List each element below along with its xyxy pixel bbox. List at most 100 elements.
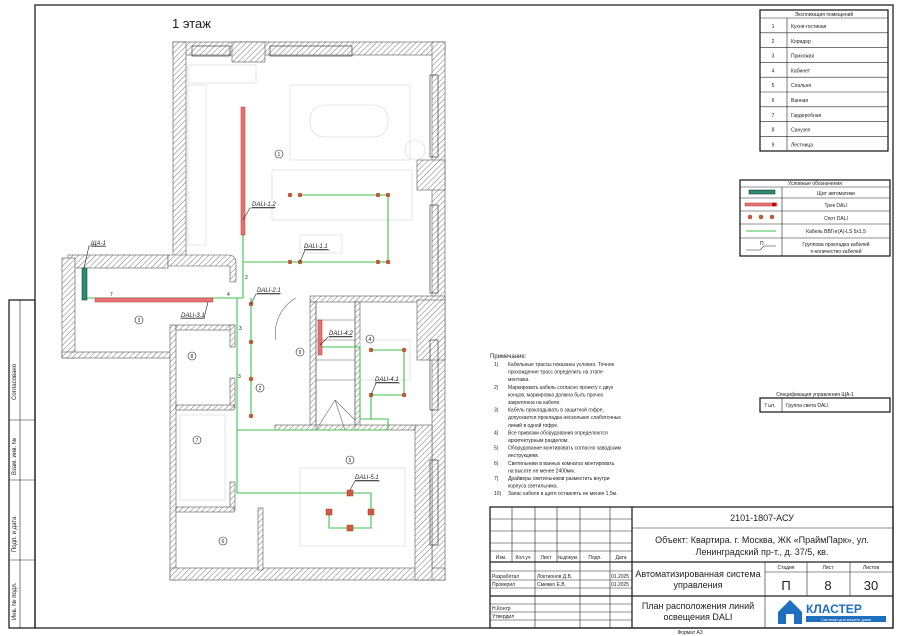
room-row-name: Кабинет bbox=[791, 68, 811, 74]
tb-header: Подп. bbox=[588, 555, 601, 561]
tb-sheets: 30 bbox=[864, 578, 878, 593]
track-end-icon bbox=[772, 202, 776, 207]
note-line: линий в одной гофре. bbox=[508, 422, 558, 429]
floor-plan: 2 3 4 7 3 DALI-1.2 DALI-1.1 DALI-2.1 DAL… bbox=[61, 41, 446, 581]
track-dali-1-2 bbox=[240, 106, 246, 236]
spot bbox=[385, 192, 391, 198]
stamp-agreed: Согласовано bbox=[12, 363, 18, 400]
note-line: монтажа. bbox=[508, 377, 530, 383]
label-dali-4-1: DALI-4.1 bbox=[375, 377, 399, 383]
room-number: 6 bbox=[222, 539, 225, 545]
logo-text: КЛАСТЕР bbox=[806, 602, 862, 616]
track-symbol-icon bbox=[744, 202, 778, 207]
label-dali-3-1: DALI-3.1 bbox=[181, 313, 205, 319]
tb-date: 01.2025 bbox=[611, 574, 629, 580]
group-symbol-icon bbox=[746, 245, 776, 251]
tb-role: Утвердил bbox=[492, 614, 514, 620]
legend-item: Кабель ВВГнг(А)-LS 5х1,5 bbox=[806, 229, 866, 235]
room-row-name: Ванная bbox=[791, 98, 808, 104]
cable-count: 3 bbox=[239, 326, 242, 332]
note-number: 5) bbox=[494, 446, 499, 452]
tb-sheet-header: Лист bbox=[823, 565, 835, 571]
room-row-number: 5 bbox=[772, 83, 775, 89]
room-row-name: Кухня-гостиная bbox=[791, 24, 827, 30]
spot bbox=[287, 192, 293, 198]
label-dali-1-2: DALI-1.2 bbox=[252, 202, 276, 208]
group-symbol-letter: П bbox=[760, 241, 764, 247]
tb-role: Н.Контр bbox=[492, 606, 511, 612]
side-stamp: Согласовано Взам. инв. № Подп. и дата Ин… bbox=[8, 299, 36, 629]
cable-dali-4-1 bbox=[370, 349, 405, 419]
logo-tagline: Системы для вашего дома bbox=[821, 617, 872, 622]
tb-header: Кол.уч bbox=[516, 555, 531, 561]
note-number: 3) bbox=[494, 408, 499, 414]
note-number: 1) bbox=[494, 362, 499, 368]
spot bbox=[367, 508, 375, 516]
spot bbox=[346, 489, 354, 497]
track-dali-3-1 bbox=[94, 297, 214, 303]
tb-format: Формат А3 bbox=[677, 630, 702, 636]
note-line: концов, маркировка должна быть прочно bbox=[508, 392, 604, 398]
title-block: Изм. Кол.уч Лист №докум. Подп. Дата Разр… bbox=[489, 506, 894, 636]
spot bbox=[248, 339, 254, 345]
rooms-table-title: Экспликация помещений bbox=[795, 11, 854, 18]
tb-name: Локтионов Д.В. bbox=[537, 574, 572, 580]
tb-object-2: Ленинградский пр-т., д. 37/5, кв. bbox=[696, 547, 829, 557]
tb-stage: П bbox=[781, 578, 790, 593]
spot-symbol-icon bbox=[769, 214, 775, 220]
room-row-number: 6 bbox=[772, 98, 775, 104]
stamp-inv-no: Инв. № подл. bbox=[11, 582, 18, 620]
panel-symbol-icon bbox=[748, 189, 776, 195]
spec-table: Спецификация управления ЩА-1 7 шт. Групп… bbox=[759, 392, 891, 413]
note-line: корпуса светильника. bbox=[508, 484, 558, 490]
tb-date: 01.2025 bbox=[611, 582, 629, 588]
note-line: инструкциям. bbox=[508, 453, 539, 459]
tb-sheet: 8 bbox=[824, 578, 831, 593]
room-row-name: Прихожая bbox=[791, 54, 814, 60]
room-number: 4 bbox=[369, 337, 372, 343]
label-dali-4-2: DALI-4.2 bbox=[329, 331, 353, 337]
spot bbox=[248, 413, 254, 419]
tb-sheets-header: Листов bbox=[863, 565, 880, 571]
note-number: 10) bbox=[494, 491, 502, 497]
room-number: 9 bbox=[299, 350, 302, 356]
tb-role: Разработал bbox=[492, 574, 519, 580]
spot-symbol-icon bbox=[758, 214, 764, 220]
spot bbox=[297, 192, 303, 198]
note-line: Все привязки оборудования определяются bbox=[508, 430, 608, 436]
cable-count: 2 bbox=[245, 275, 248, 281]
cable-counts: 2 3 4 7 3 bbox=[110, 275, 248, 380]
cable-dali-4-2 bbox=[237, 346, 389, 431]
tb-drawing: План расположения линий bbox=[642, 601, 754, 611]
tb-code: 2101-1807-АСУ bbox=[730, 513, 794, 523]
windows bbox=[191, 45, 439, 546]
notes: Примечание: 1)Кабельные трассы показаны … bbox=[490, 354, 621, 497]
room-row-number: 1 bbox=[772, 24, 775, 30]
note-line: закреплена на кабеле. bbox=[508, 400, 561, 406]
spot bbox=[375, 259, 381, 265]
spot bbox=[368, 347, 374, 353]
tb-role: Проверил bbox=[492, 582, 515, 588]
note-line: Светильники в ванных комнатах монтироват… bbox=[508, 461, 615, 467]
label-panel: ЩА-1 bbox=[91, 241, 106, 247]
room-row-number: 2 bbox=[772, 39, 775, 45]
stamp-sign-date: Подп. и дата bbox=[12, 516, 18, 552]
room-row-name: Лестница bbox=[791, 142, 813, 148]
note-number: 4) bbox=[494, 430, 499, 436]
walls bbox=[61, 41, 446, 581]
line-labels: DALI-1.2 DALI-1.1 DALI-2.1 DALI-3.1 DALI… bbox=[83, 202, 400, 491]
room-number: 7 bbox=[196, 438, 199, 444]
spot bbox=[248, 376, 254, 382]
note-line: Оборудование монтировать согласно заводс… bbox=[508, 446, 621, 452]
room-row-name: Гардеробная bbox=[791, 113, 822, 119]
room-number: 1 bbox=[278, 152, 281, 158]
note-line: Кабельные трассы показаны условно. Точно… bbox=[508, 362, 614, 368]
tb-header: Изм. bbox=[496, 555, 507, 561]
note-line: на высоте не менее 2400мм. bbox=[508, 468, 575, 474]
room-row-number: 8 bbox=[772, 128, 775, 134]
cable-count: 3 bbox=[238, 374, 241, 380]
legend-item: Трек DALI bbox=[824, 203, 847, 209]
label-dali-5-1: DALI-5.1 bbox=[355, 475, 379, 481]
spot bbox=[287, 259, 293, 265]
tb-header: №докум. bbox=[558, 555, 579, 561]
